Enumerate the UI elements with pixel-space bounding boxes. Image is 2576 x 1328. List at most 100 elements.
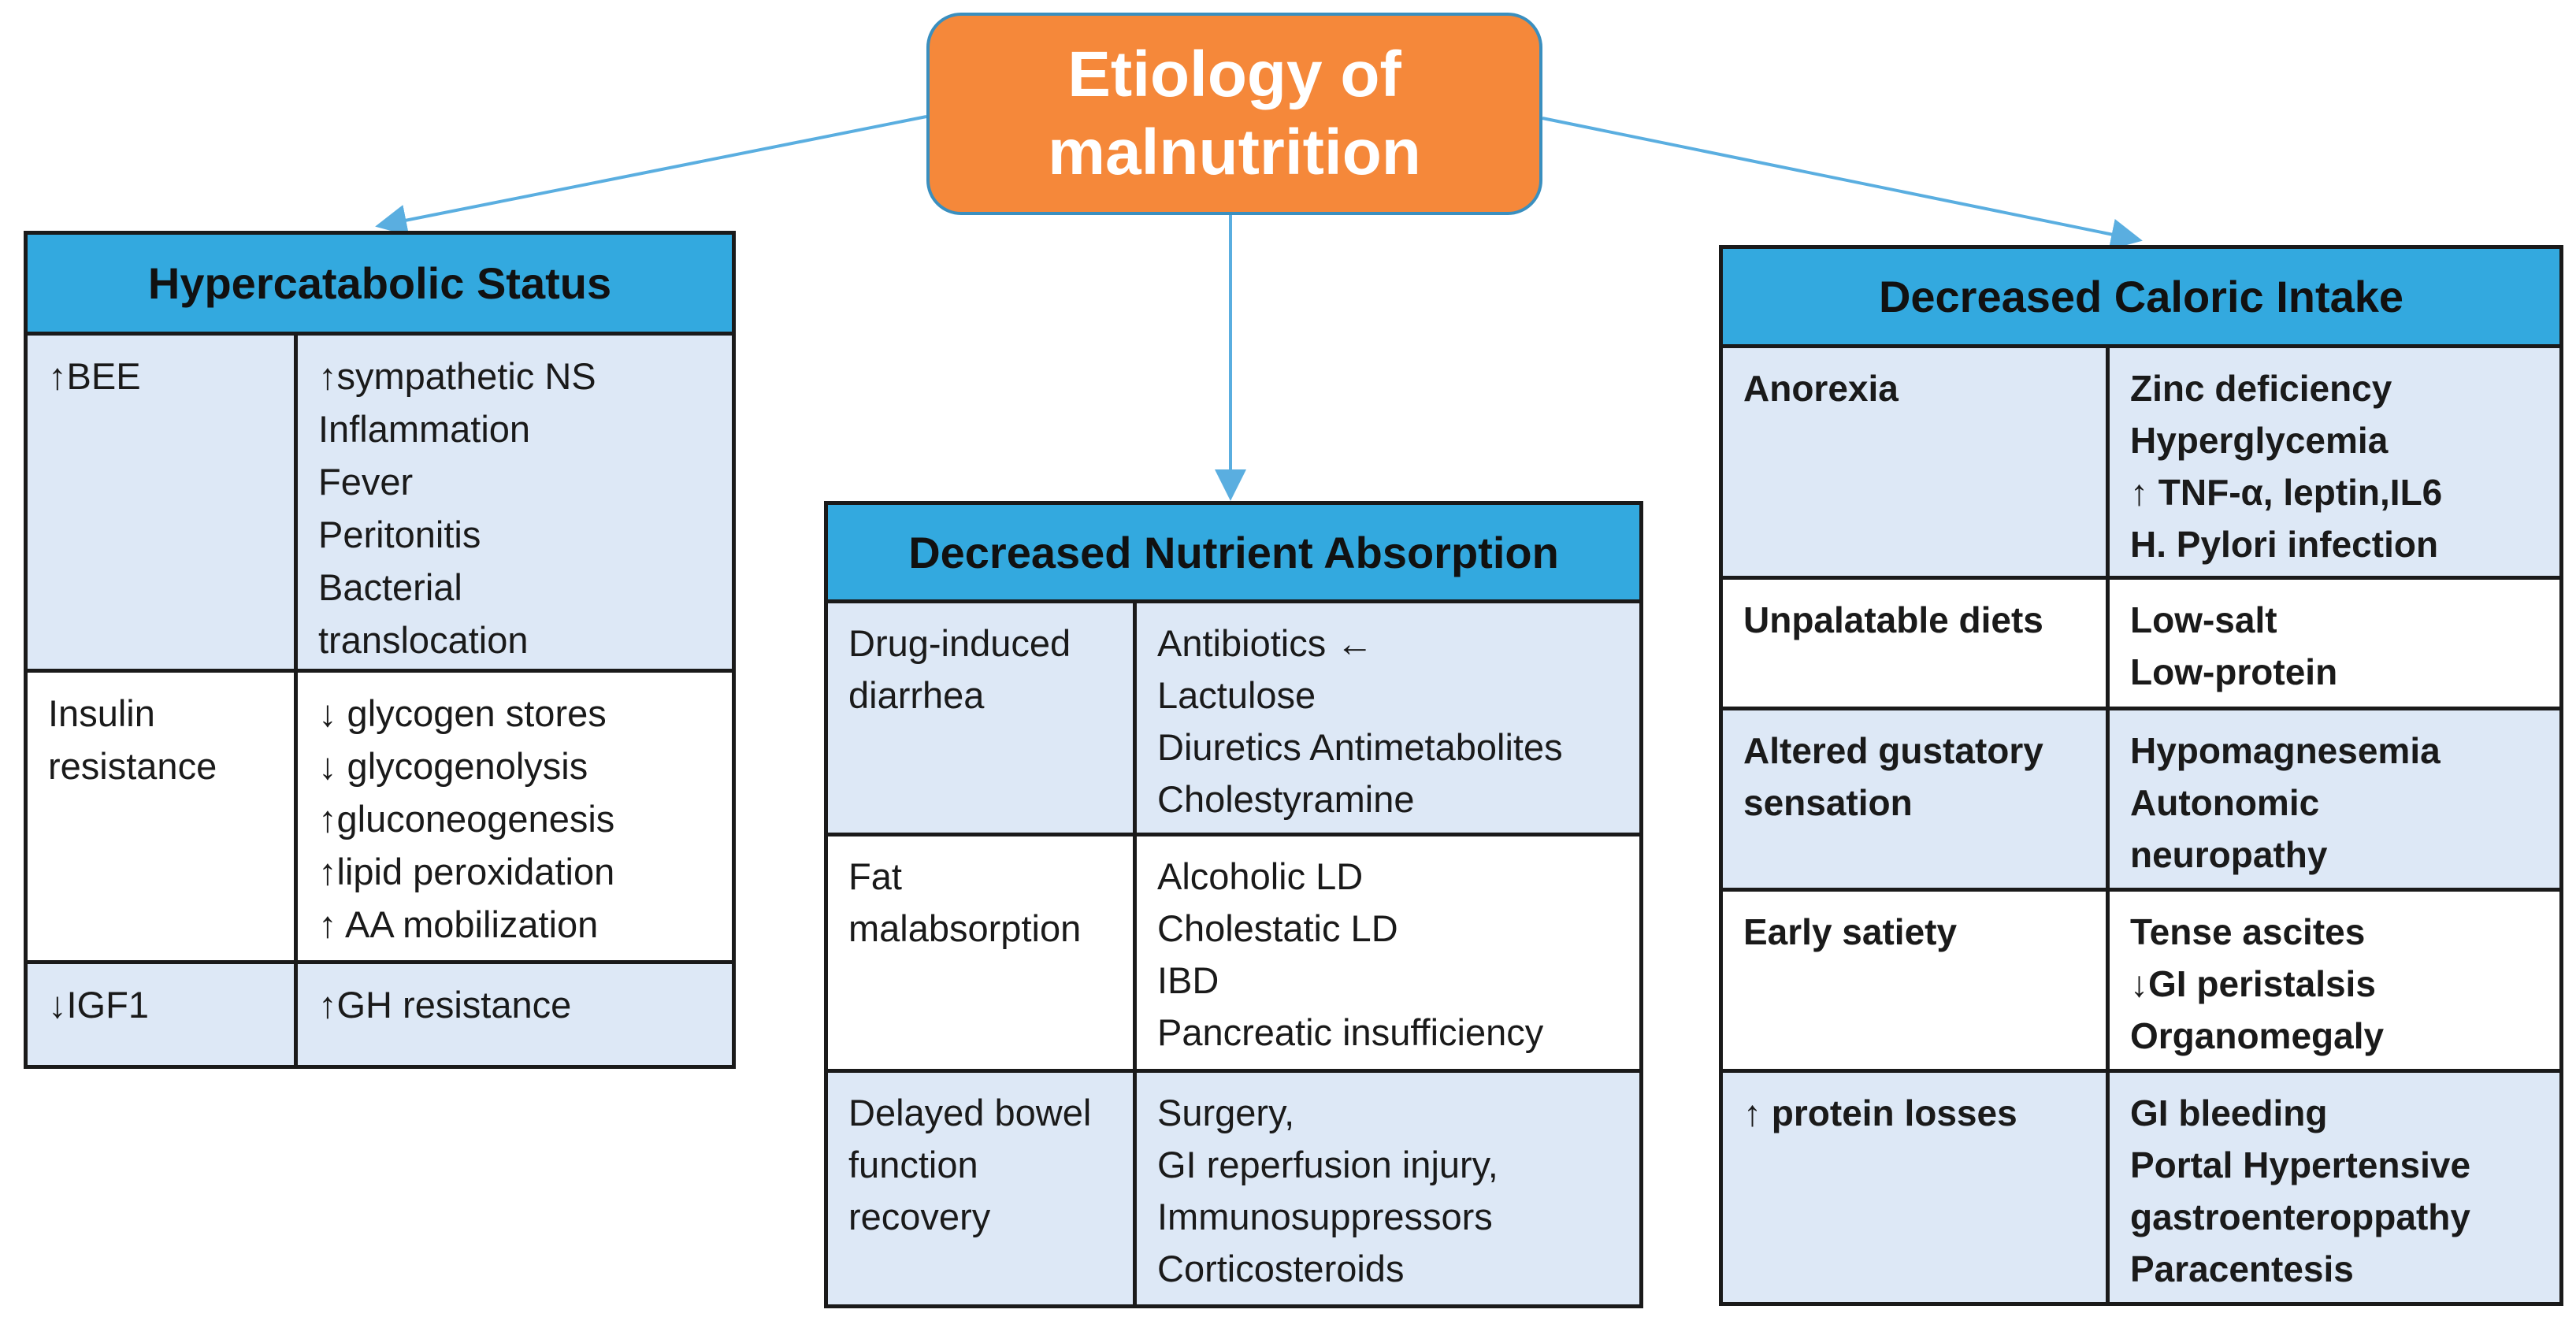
- cause-text: gastroenteroppathy: [2130, 1196, 2470, 1237]
- cause-text: GI bleeding: [2130, 1092, 2328, 1133]
- cause-text: Organomegaly: [2130, 1015, 2385, 1056]
- table-row: Altered gustatory sensation Hypomagnesemi…: [1723, 710, 2559, 892]
- cause-text: Surgery,: [1157, 1092, 1295, 1133]
- category-text: ↑ protein losses: [1743, 1092, 2017, 1133]
- cause-text: Immunosuppressors: [1157, 1196, 1493, 1237]
- cause-text: translocation: [318, 619, 529, 661]
- cause-text: Inflammation: [318, 408, 531, 450]
- panel-decreased-nutrient-absorption: Decreased Nutrient Absorption Drug-induc…: [824, 501, 1643, 1308]
- cause-text: Fever: [318, 461, 414, 503]
- cause-text: Hyperglycemia: [2130, 420, 2389, 461]
- row-causes-cell: ↓ glycogen stores ↓ glycogenolysis ↑glucon…: [298, 673, 614, 960]
- row-category-cell: ↑BEE: [28, 336, 298, 669]
- row-category-cell: Early satiety: [1723, 892, 2110, 1069]
- table-row: ↓IGF1 ↑GH resistance: [28, 964, 732, 1065]
- cause-text: ↓GI peristalsis: [2130, 963, 2376, 1004]
- cause-text: Alcoholic LD: [1157, 855, 1364, 897]
- cause-text: Diuretics Antimetabolites: [1157, 726, 1563, 768]
- table-row: Early satiety Tense ascites ↓GI peristalsi…: [1723, 892, 2559, 1073]
- row-category-cell: ↓IGF1: [28, 964, 298, 1065]
- category-text: Early satiety: [1743, 911, 1958, 952]
- row-causes-cell: Alcoholic LD Cholestatic LD IBD Pancreatic …: [1137, 836, 1543, 1069]
- category-text: recovery: [848, 1196, 991, 1237]
- cause-text: ↑gluconeogenesis: [318, 798, 615, 840]
- cause-text: Corticosteroids: [1157, 1248, 1405, 1289]
- category-text: Unpalatable diets: [1743, 599, 2043, 640]
- cause-text: Pancreatic insufficiency: [1157, 1011, 1544, 1053]
- panel-header: Hypercatabolic Status: [28, 235, 732, 336]
- cause-text: Bacterial: [318, 566, 462, 608]
- category-text: function: [848, 1144, 978, 1185]
- cause-text: Paracentesis: [2130, 1248, 2354, 1289]
- table-row: Delayed bowel function recovery Surgery, GI …: [828, 1073, 1639, 1304]
- panel-header: Decreased Caloric Intake: [1723, 249, 2559, 348]
- category-text: Drug-induced: [848, 622, 1071, 664]
- cause-text: ↑ AA mobilization: [318, 903, 599, 945]
- cause-text: Lactulose: [1157, 674, 1316, 716]
- arrow-to-hypercatabolic: [375, 115, 927, 236]
- arrow-to-caloric: [1542, 117, 2143, 250]
- cause-text: ↑lipid peroxidation: [318, 851, 615, 892]
- panel-decreased-caloric-intake: Decreased Caloric Intake Anorexia Zinc de…: [1719, 245, 2563, 1306]
- cause-text: Hypomagnesemia: [2130, 730, 2441, 771]
- row-category-cell: Unpalatable diets: [1723, 580, 2110, 707]
- category-text: sensation: [1743, 782, 1913, 823]
- cause-text: Peritonitis: [318, 514, 481, 555]
- row-category-cell: Drug-induced diarrhea: [828, 603, 1137, 833]
- cause-text: Cholestatic LD: [1157, 907, 1398, 949]
- cause-text: H. Pylori infection: [2130, 524, 2439, 565]
- category-text: Insulin: [48, 692, 155, 734]
- cause-text: ↑GH resistance: [318, 984, 572, 1026]
- root-title-line-1: Etiology of: [1067, 39, 1401, 111]
- category-text: Fat: [848, 855, 902, 897]
- row-category-cell: ↑ protein losses: [1723, 1073, 2110, 1302]
- cause-text: Low-salt: [2130, 599, 2277, 640]
- row-category-cell: Fat malabsorption: [828, 836, 1137, 1069]
- category-text: diarrhea: [848, 674, 985, 716]
- row-category-cell: Delayed bowel function recovery: [828, 1073, 1137, 1304]
- category-text: Anorexia: [1743, 368, 1899, 409]
- root-title-line-2: malnutrition: [1048, 116, 1421, 188]
- cause-text: ↓ glycogenolysis: [318, 745, 588, 787]
- cause-text: ↑ TNF-α, leptin,IL6: [2130, 472, 2443, 513]
- cause-text: Zinc deficiency: [2130, 368, 2392, 409]
- category-text: resistance: [48, 745, 217, 787]
- category-text: Delayed bowel: [848, 1092, 1092, 1133]
- cause-text: Portal Hypertensive: [2130, 1144, 2471, 1185]
- table-row: Fat malabsorption Alcoholic LD Cholestatic …: [828, 836, 1639, 1073]
- row-category-cell: Anorexia: [1723, 348, 2110, 576]
- cause-text: ↓ glycogen stores: [318, 692, 607, 734]
- table-row: Unpalatable diets Low-salt Low-protein: [1723, 580, 2559, 710]
- panel-rows: Drug-induced diarrhea Antibiotics ← Lactulo…: [828, 603, 1639, 1304]
- panel-header: Decreased Nutrient Absorption: [828, 505, 1639, 603]
- category-text: Altered gustatory: [1743, 730, 2043, 771]
- cause-text: IBD: [1157, 959, 1219, 1001]
- cause-text: ↑sympathetic NS: [318, 355, 596, 397]
- cause-text: Antibiotics ←: [1157, 622, 1374, 664]
- cause-text: Cholestyramine: [1157, 778, 1415, 820]
- row-causes-cell: Surgery, GI reperfusion injury, Immunosupp…: [1137, 1073, 1498, 1304]
- row-category-cell: Altered gustatory sensation: [1723, 710, 2110, 888]
- table-row: Drug-induced diarrhea Antibiotics ← Lactulo…: [828, 603, 1639, 836]
- cause-text: GI reperfusion injury,: [1157, 1144, 1498, 1185]
- category-text: malabsorption: [848, 907, 1082, 949]
- cause-text: neuropathy: [2130, 834, 2328, 875]
- cause-text: Tense ascites: [2130, 911, 2366, 952]
- row-causes-cell: Low-salt Low-protein: [2110, 580, 2337, 707]
- panel-hypercatabolic-status: Hypercatabolic Status ↑BEE↑sympathetic N…: [24, 231, 736, 1069]
- cause-text: Autonomic: [2130, 782, 2320, 823]
